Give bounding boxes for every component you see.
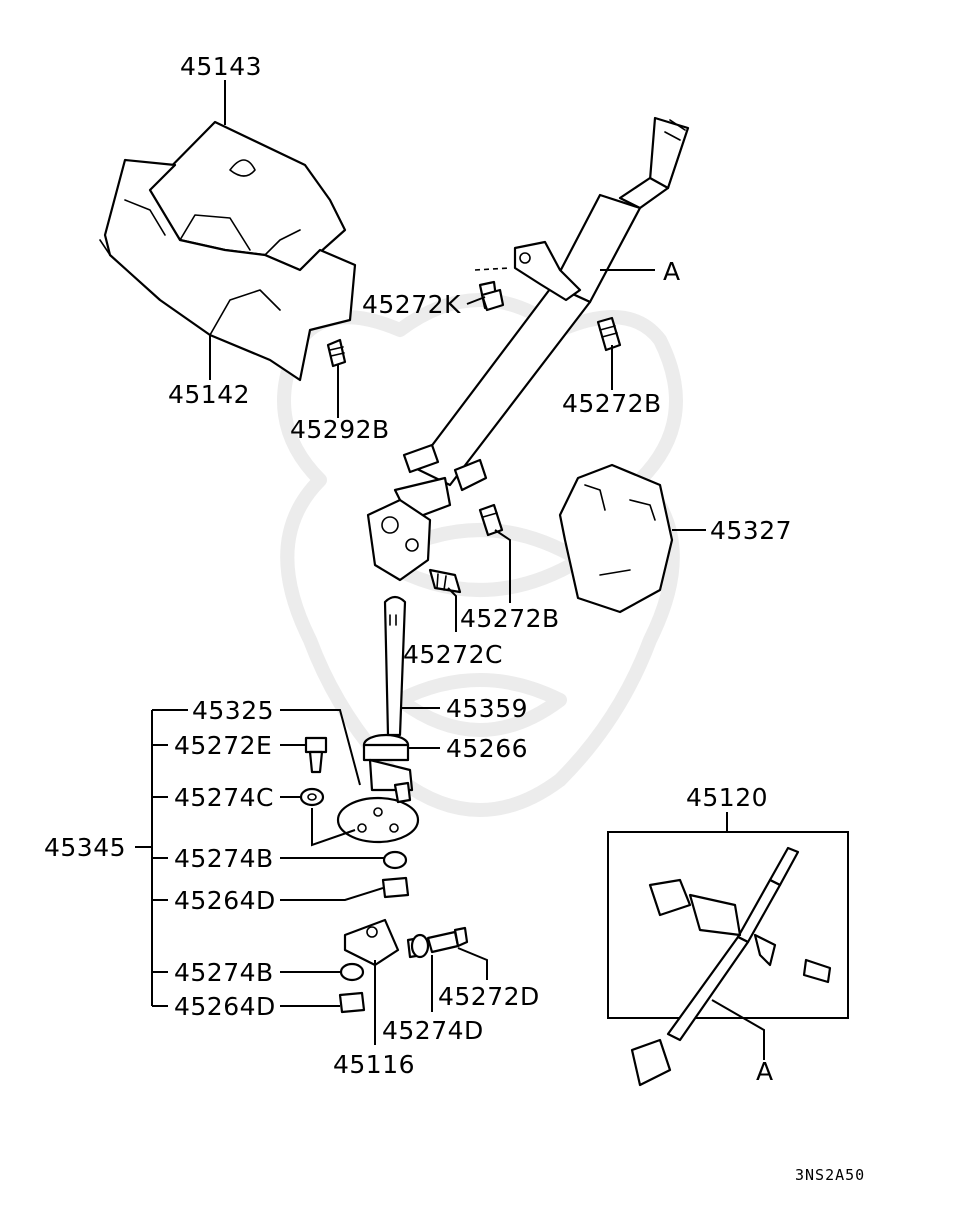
intermediate-shaft[interactable] (383, 595, 407, 737)
flange-45325[interactable] (336, 781, 420, 844)
lower-column-cover[interactable] (99, 158, 357, 382)
label-45272E[interactable]: 45272E (174, 731, 272, 760)
washer-45274B-2[interactable] (339, 962, 365, 982)
label-45345[interactable]: 45345 (44, 833, 126, 862)
label-45274C[interactable]: 45274C (174, 783, 274, 812)
label-45292B[interactable]: 45292B (290, 415, 390, 444)
leader-lines (135, 80, 728, 1045)
label-45266[interactable]: 45266 (446, 734, 528, 763)
label-45272B-mid[interactable]: 45272B (460, 604, 560, 633)
bolt-45272D[interactable] (426, 926, 469, 954)
label-45272B-top[interactable]: 45272B (562, 389, 662, 418)
label-45327[interactable]: 45327 (710, 516, 792, 545)
nut-45264D-1[interactable] (381, 876, 410, 899)
label-45359[interactable]: 45359 (446, 694, 528, 723)
bolt-45272E[interactable] (304, 736, 328, 774)
label-45264D-1[interactable]: 45264D (174, 886, 276, 915)
steering-column[interactable] (402, 116, 690, 492)
label-45142[interactable]: 45142 (168, 380, 250, 409)
washer-45274D[interactable] (410, 933, 430, 959)
part-labels: 45143 45142 45292B 45272K A 45272B 45327… (44, 52, 865, 1184)
inset-frame (607, 831, 849, 1019)
label-45272K[interactable]: 45272K (362, 290, 461, 319)
universal-joint[interactable] (366, 476, 452, 582)
label-45274D[interactable]: 45274D (382, 1016, 484, 1045)
label-45264D-2[interactable]: 45264D (174, 992, 276, 1021)
bolt-45272C[interactable] (428, 568, 462, 594)
label-45274B-2[interactable]: 45274B (174, 958, 274, 987)
column-cover-45327[interactable] (558, 463, 674, 614)
bolt-45272K[interactable] (474, 267, 511, 312)
washer-45274C[interactable] (299, 787, 325, 807)
label-45120[interactable]: 45120 (686, 783, 768, 812)
nut-45264D-2[interactable] (338, 991, 366, 1014)
joint-45266[interactable] (362, 733, 414, 792)
bolt-45272B-mid[interactable] (478, 503, 504, 537)
label-45274B-1[interactable]: 45274B (174, 844, 274, 873)
washer-45274B-1[interactable] (382, 850, 408, 870)
label-45272C[interactable]: 45272C (403, 640, 503, 669)
label-45116[interactable]: 45116 (333, 1050, 415, 1079)
bolt-45272B-top[interactable] (596, 316, 622, 352)
label-A-inset[interactable]: A (756, 1057, 774, 1086)
label-45143[interactable]: 45143 (180, 52, 262, 81)
screw-45292B[interactable] (326, 338, 347, 368)
label-45272D[interactable]: 45272D (438, 982, 540, 1011)
inset-assembly-45120[interactable] (607, 831, 849, 1087)
bracket-45116[interactable] (343, 918, 424, 967)
label-A-top[interactable]: A (663, 257, 681, 286)
drawing-code: 3NS2A50 (795, 1166, 865, 1184)
label-45325[interactable]: 45325 (192, 696, 274, 725)
